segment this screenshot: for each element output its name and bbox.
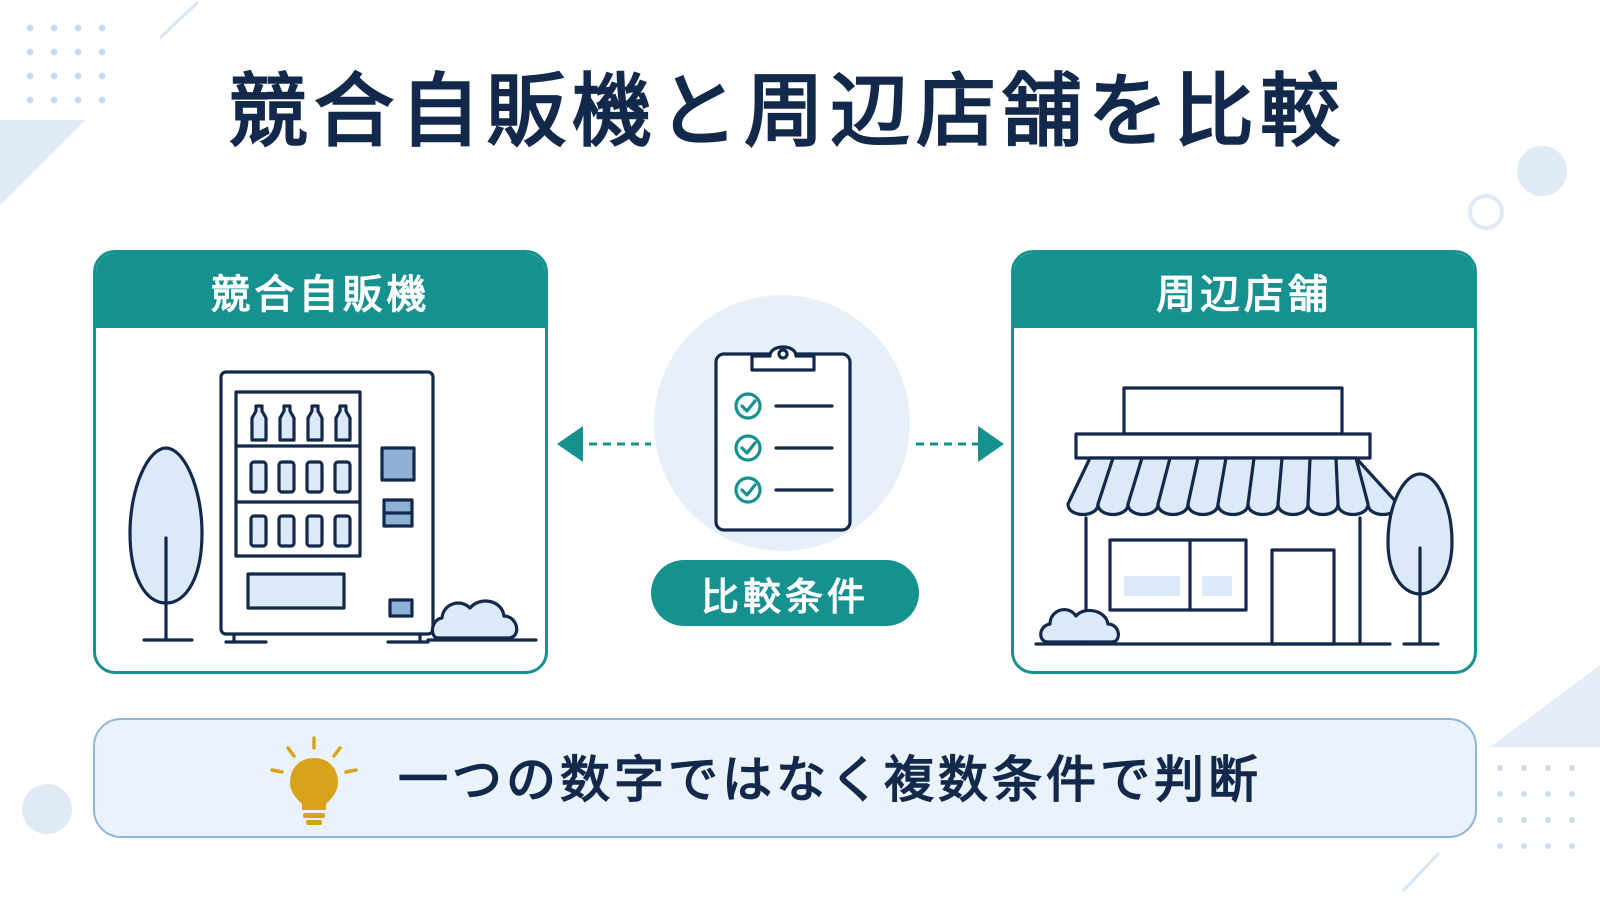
vending-machine-icon [128, 370, 538, 644]
decorative-dots-bottom-right [1497, 765, 1575, 849]
clipboard-checklist-icon [714, 345, 852, 532]
decorative-circle-bottom-left [22, 784, 72, 834]
arrow-left-icon [557, 426, 651, 462]
takeaway-bar [93, 718, 1477, 838]
nearby-stores-card: 周辺店舗 [1011, 250, 1477, 674]
decorative-circles-right [1468, 146, 1567, 230]
competitor-vending-card-header: 競合自販機 [96, 253, 545, 328]
decorative-line-top [158, 0, 200, 40]
takeaway-text: 一つの数字ではなく複数条件で判断 [398, 751, 1262, 809]
arrow-right-icon [916, 426, 1004, 462]
decorative-triangle-bottom-right [1490, 665, 1600, 747]
comparison-criteria-label: 比較条件 [651, 560, 919, 626]
storefront-icon [1034, 386, 1454, 646]
decorative-dots-top-left [26, 24, 106, 104]
page-title: 競合自販機と周辺店舗を比較 [228, 65, 1346, 158]
decorative-line-bottom-right [1401, 851, 1441, 893]
nearby-stores-card-header: 周辺店舗 [1014, 253, 1474, 328]
decorative-triangle-left [0, 120, 85, 205]
competitor-vending-card: 競合自販機 [93, 250, 548, 674]
lightbulb-icon [270, 736, 358, 825]
